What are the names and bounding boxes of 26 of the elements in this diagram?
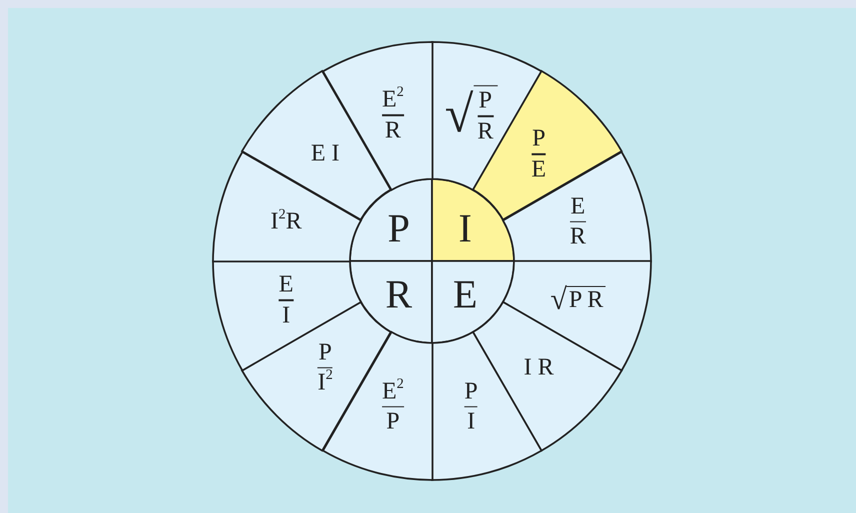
- formula: I R: [524, 354, 554, 382]
- numerator: E$^{2}$: [382, 86, 404, 114]
- denominator: R: [384, 116, 401, 144]
- numerator: E: [278, 271, 294, 298]
- formula: E I: [310, 140, 340, 168]
- denominator: I$^{2}$: [318, 370, 333, 397]
- quantity-letter: P: [388, 204, 410, 252]
- numerator: P: [464, 378, 478, 406]
- numerator: E: [570, 193, 586, 220]
- radicand: P R: [566, 286, 606, 314]
- denominator: R: [477, 118, 494, 145]
- quantity-letter: I: [458, 204, 472, 252]
- radical-sign: √: [444, 89, 474, 142]
- numerator: P: [318, 339, 332, 366]
- denominator: E: [531, 156, 546, 183]
- quantity-letter: R: [385, 270, 412, 318]
- numerator: P: [532, 125, 546, 152]
- numerator: P: [478, 87, 492, 114]
- numerator: E$^{2}$: [382, 378, 404, 406]
- denominator: I: [467, 408, 476, 436]
- denominator: I: [282, 302, 290, 329]
- denominator: R: [570, 224, 586, 251]
- quantity-letter: E: [453, 270, 478, 318]
- denominator: P: [386, 408, 400, 436]
- radical-sign: √: [550, 283, 567, 318]
- formula: I$^{2}$R: [270, 208, 302, 236]
